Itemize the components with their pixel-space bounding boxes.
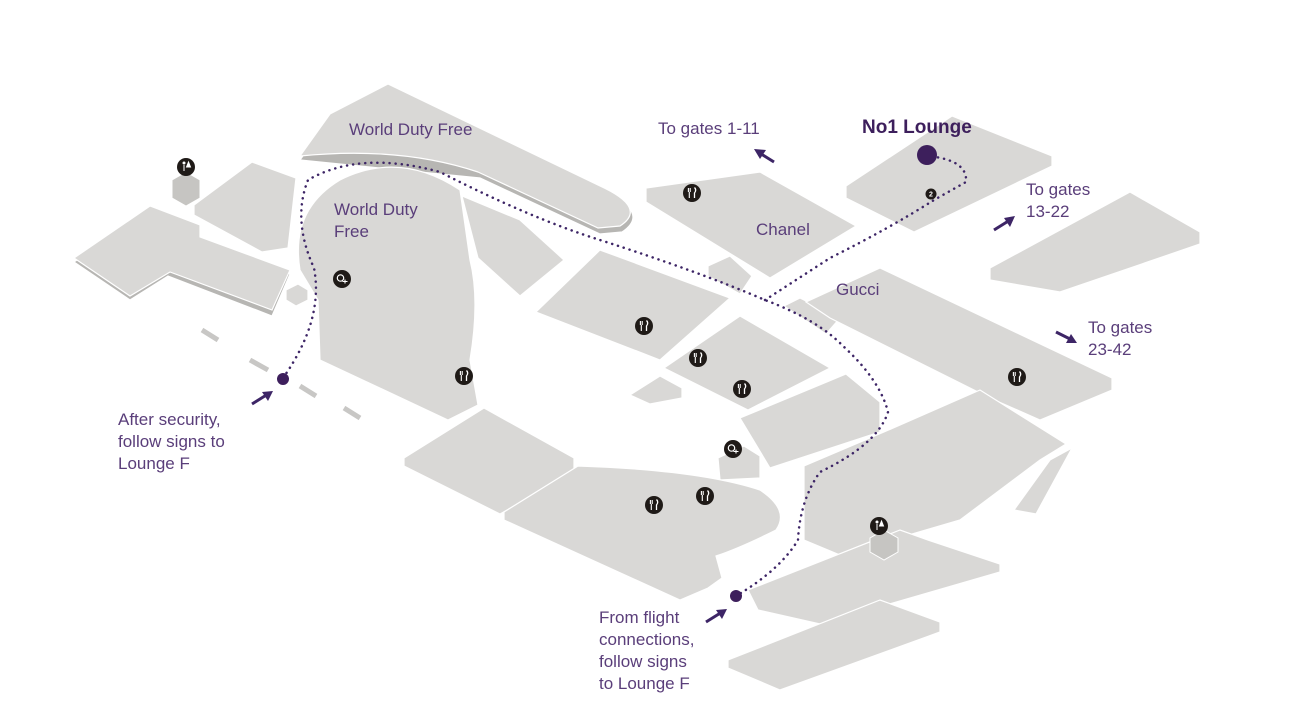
- restaurant-icon: [688, 348, 708, 368]
- currency-exchange-icon: [332, 269, 352, 289]
- label-duty-free-left: World Duty Free: [334, 200, 418, 241]
- building-west-small: [193, 161, 297, 253]
- building-mid-centre: [662, 315, 832, 411]
- restaurant-icon: [695, 486, 715, 506]
- building-south-central: [503, 465, 781, 601]
- building-mid-north: [534, 249, 732, 361]
- restaurant-icon: [644, 495, 664, 515]
- lounge-location-marker: [917, 145, 937, 165]
- restaurant-icon: [682, 183, 702, 203]
- security-start-marker: [277, 373, 289, 385]
- label-gucci: Gucci: [836, 280, 880, 299]
- baby-change-icon: [869, 516, 889, 536]
- kiosk-chanel: [707, 255, 753, 295]
- building-duty-free-centre: [461, 194, 565, 297]
- building-south-lower: [747, 529, 1001, 625]
- route-security: [281, 161, 890, 598]
- label-duty-free-top: World Duty Free: [349, 120, 473, 139]
- building-mid-east: [739, 373, 881, 469]
- kiosk-west: [285, 283, 309, 307]
- label-gates-1-11: To gates 1-11: [658, 119, 760, 138]
- building-south-bottom: [727, 599, 941, 691]
- building-gucci: [804, 267, 1113, 421]
- building-south-east: [803, 389, 1068, 556]
- building-gates-east: [989, 191, 1201, 293]
- label-after-security: After security, follow signs to Lounge F: [118, 410, 225, 473]
- label-chanel: Chanel: [756, 220, 810, 239]
- direction-arrows: [251, 149, 1077, 624]
- restaurant-icon: [454, 366, 474, 386]
- building-mid-small: [628, 375, 683, 405]
- buildings: [72, 83, 1201, 691]
- restaurant-icon: [1007, 367, 1027, 387]
- label-no1-lounge: No1 Lounge: [862, 117, 972, 138]
- walkway-marks: [200, 327, 362, 421]
- building-duty-free-top: [298, 83, 631, 229]
- building-west: [72, 205, 291, 311]
- lift-icon: [925, 188, 937, 200]
- connections-start-marker: [730, 590, 742, 602]
- restaurant-icon: [732, 379, 752, 399]
- building-duty-free-main: [297, 166, 479, 421]
- currency-exchange-icon: [723, 439, 743, 459]
- label-gates-13-22: To gates 13-22: [1026, 180, 1091, 221]
- baby-change-icon: [176, 157, 196, 177]
- building-lounge: [845, 115, 1053, 233]
- route-lounge: [763, 154, 968, 302]
- building-south-east-thin: [1012, 446, 1074, 515]
- building-chanel: [645, 171, 858, 279]
- restaurant-icon: [634, 316, 654, 336]
- label-gates-23-42: To gates 23-42: [1088, 318, 1153, 359]
- lift-buildings: [171, 171, 899, 561]
- label-from-connections: From flight connections, follow signs to…: [599, 608, 695, 693]
